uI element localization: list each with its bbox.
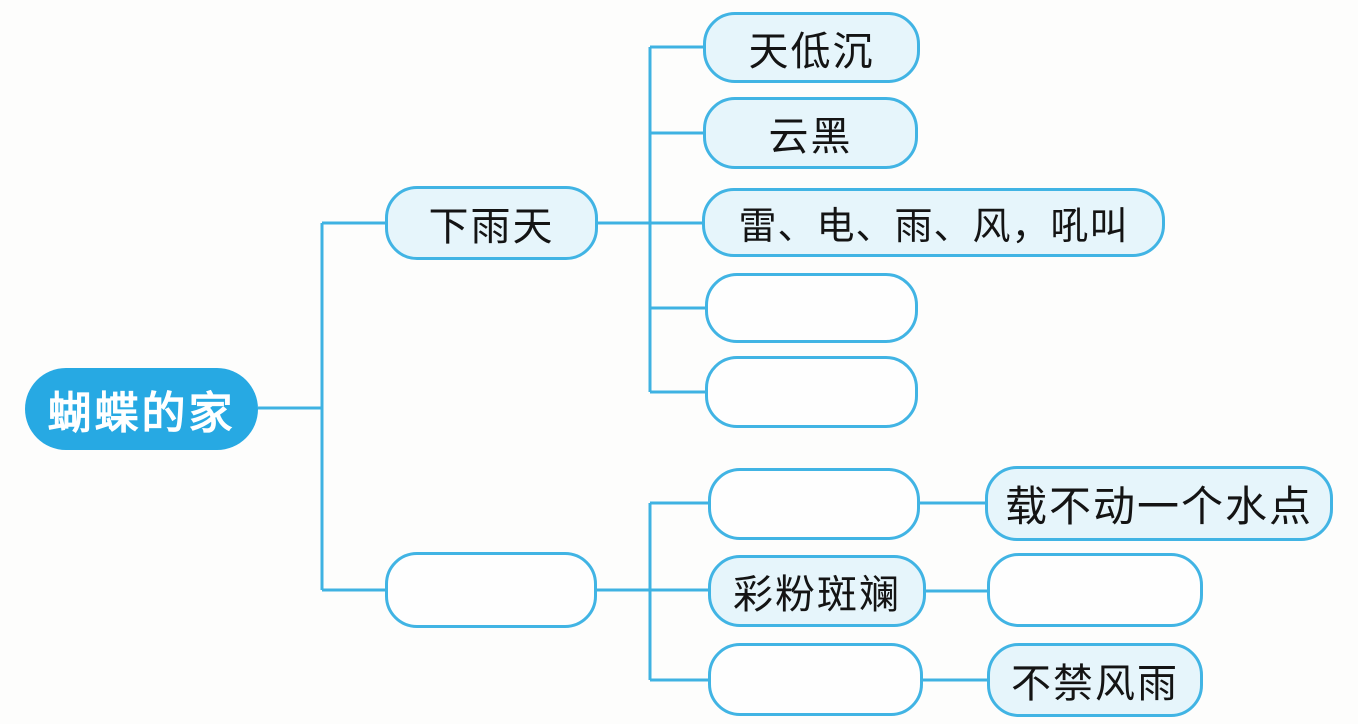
node-branch1-child2: 云黑 [703,97,918,169]
node-branch1-child4-blank [705,273,918,343]
node-root: 蝴蝶的家 [25,368,258,450]
node-branch2-blank [385,552,597,628]
node-branch1: 下雨天 [385,186,598,260]
node-branch2-child3-blank [708,643,923,716]
node-branch1-child3: 雷、电、雨、风，吼叫 [702,188,1165,257]
node-branch2-child2: 彩粉斑斓 [708,555,926,627]
node-branch2-child1-detail: 载不动一个水点 [985,466,1333,541]
node-branch1-child5-blank [705,356,918,428]
node-branch2-child1-blank [708,468,920,540]
node-branch2-child2-detail-blank [987,553,1203,627]
node-branch2-child3-detail: 不禁风雨 [987,643,1203,717]
node-branch1-child1: 天低沉 [703,12,920,83]
